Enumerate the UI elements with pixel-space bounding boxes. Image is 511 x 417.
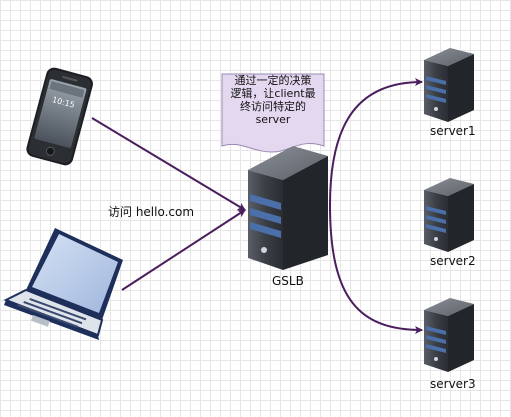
access-label: 访问 hello.com — [108, 205, 195, 219]
arrow-phone-to-gslb — [91, 117, 246, 211]
note-line: 通过一定的决策 — [234, 74, 312, 87]
note-callout — [221, 73, 325, 153]
note-line: server — [255, 113, 291, 126]
note-line: 逻辑，让client最 — [230, 87, 316, 100]
laptop-icon — [3, 228, 123, 340]
arrow-gslb-to-server3 — [329, 204, 423, 334]
server1-label: server1 — [430, 124, 476, 138]
server1-icon — [424, 48, 474, 122]
note-line: 终访问特定的 — [240, 100, 306, 113]
arrow-laptop-to-gslb — [121, 209, 246, 291]
phone-icon: 10:15 — [26, 67, 93, 166]
gslb-server-icon — [248, 146, 328, 270]
arrow-gslb-to-server1 — [329, 78, 423, 206]
server3-icon — [424, 298, 474, 372]
server2-icon — [424, 178, 474, 252]
arrows — [91, 78, 423, 334]
server3-label: server3 — [430, 377, 476, 391]
note-text: 通过一定的决策 逻辑，让client最 终访问特定的 server — [222, 74, 324, 126]
server2-label: server2 — [430, 254, 476, 268]
gslb-label: GSLB — [272, 274, 304, 288]
